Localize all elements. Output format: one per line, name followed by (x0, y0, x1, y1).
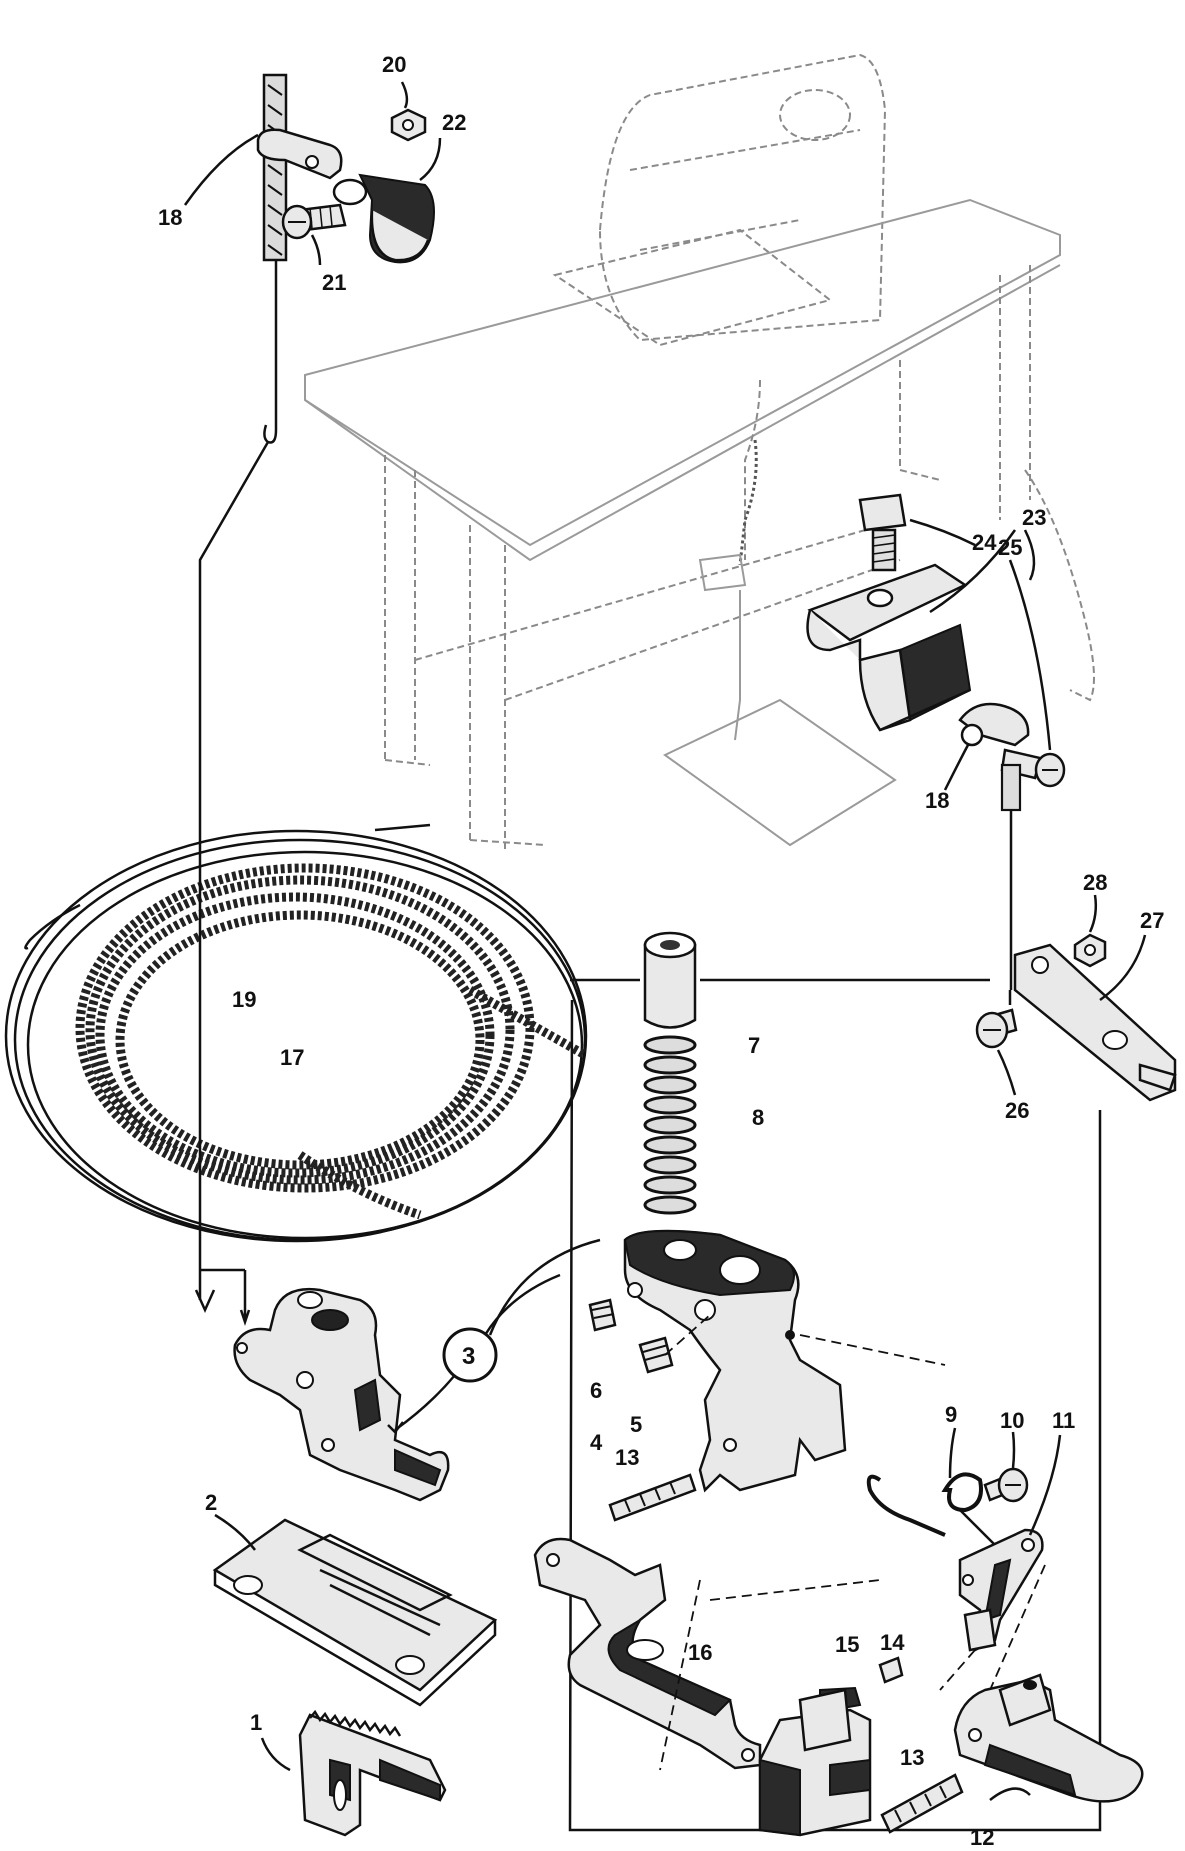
right-bracket-assembly (806, 493, 1066, 990)
label-28: 28 (1083, 870, 1107, 895)
label-14: 14 (880, 1630, 905, 1655)
label-12: 12 (970, 1825, 994, 1850)
label-13-lower: 13 (900, 1745, 924, 1770)
sewing-machine-table-ghost (304, 53, 1095, 850)
label-21: 21 (322, 270, 346, 295)
label-17: 17 (280, 1045, 304, 1070)
center-exploded-parts (533, 931, 946, 1837)
label-1: 1 (250, 1710, 262, 1735)
label-9: 9 (945, 1402, 957, 1427)
lower-left-parts (212, 1238, 601, 1837)
label-25: 25 (998, 535, 1022, 560)
label-7: 7 (748, 1033, 760, 1058)
coiled-cable-assembly (4, 823, 588, 1243)
label-11: 11 (1052, 1408, 1075, 1433)
label-8: 8 (752, 1105, 764, 1130)
label-10: 10 (1000, 1408, 1024, 1433)
label-13-upper: 13 (615, 1445, 639, 1470)
label-18-upper: 18 (158, 205, 182, 230)
label-24: 24 (972, 530, 997, 555)
upper-bracket-assembly (183, 73, 442, 444)
label-4: 4 (590, 1430, 603, 1455)
part-labels: 1 2 3 4 5 6 7 8 9 10 11 12 13 13 14 15 1… (158, 52, 1164, 1850)
label-3: 3 (462, 1343, 475, 1370)
label-20: 20 (382, 52, 406, 77)
label-6: 6 (590, 1378, 602, 1403)
label-26: 26 (1005, 1098, 1029, 1123)
right-exploded-parts (866, 894, 1177, 1834)
label-5: 5 (630, 1412, 642, 1437)
label-16: 16 (688, 1640, 712, 1665)
label-15: 15 (835, 1632, 859, 1657)
assembly-lines (194, 441, 1102, 1832)
label-18-lower: 18 (925, 788, 949, 813)
label-22: 22 (442, 110, 466, 135)
label-23: 23 (1022, 505, 1046, 530)
label-27: 27 (1140, 908, 1164, 933)
label-19: 19 (232, 987, 256, 1012)
label-2: 2 (205, 1490, 217, 1515)
